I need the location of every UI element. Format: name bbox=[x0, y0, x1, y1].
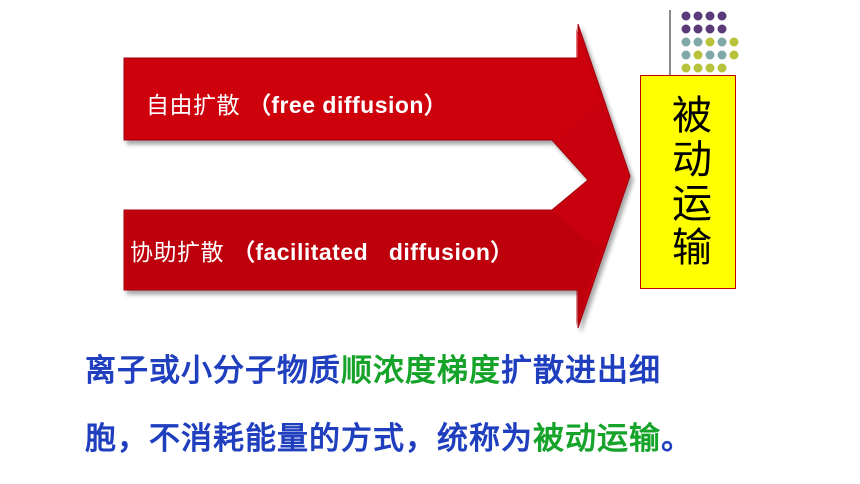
decor-dot bbox=[705, 50, 715, 60]
decor-dot bbox=[693, 37, 703, 47]
passive-transport-label: 被动运输 bbox=[665, 94, 711, 270]
decor-dot bbox=[717, 24, 727, 34]
decor-dot bbox=[705, 63, 715, 73]
decor-dot bbox=[717, 37, 727, 47]
upper-arrow-arm bbox=[126, 28, 600, 138]
caption-line-1: 离子或小分子物质顺浓度梯度扩散进出细 bbox=[85, 345, 661, 390]
free-diffusion-label: 自由扩散 （free diffusion） bbox=[146, 86, 447, 120]
decor-dot bbox=[705, 37, 715, 47]
decor-dot bbox=[693, 11, 703, 21]
decor-dot bbox=[681, 11, 691, 21]
decor-dot bbox=[705, 11, 715, 21]
free-diffusion-cn: 自由扩散 bbox=[146, 93, 240, 119]
decor-dot bbox=[693, 63, 703, 73]
caption-highlight-passive-transport: 被动运输 bbox=[533, 421, 661, 457]
decor-dot bbox=[717, 63, 727, 73]
caption-line-2: 胞，不消耗能量的方式，统称为被动运输。 bbox=[85, 413, 693, 458]
decor-dot bbox=[681, 24, 691, 34]
free-diffusion-en: （free diffusion） bbox=[247, 92, 448, 118]
decor-dot bbox=[717, 11, 727, 21]
decor-dot bbox=[693, 24, 703, 34]
decor-dot bbox=[681, 37, 691, 47]
caption-line-1-c: 扩散进出细 bbox=[501, 353, 661, 389]
caption-highlight-gradient: 顺浓度梯度 bbox=[341, 353, 501, 389]
lower-arrow-arm bbox=[126, 212, 600, 326]
decor-dot bbox=[717, 50, 727, 60]
decor-dot bbox=[705, 24, 715, 34]
passive-transport-box: 被动运输 bbox=[640, 75, 736, 289]
facilitated-diffusion-en: （facilitated diffusion） bbox=[231, 239, 514, 265]
caption-line-2-c: 。 bbox=[661, 421, 693, 457]
decor-dot-grid bbox=[681, 11, 739, 73]
decor-dot bbox=[681, 50, 691, 60]
decor-dot bbox=[729, 50, 739, 60]
caption-line-1-a: 离子或小分子物质 bbox=[85, 353, 341, 389]
facilitated-diffusion-cn: 协助扩散 bbox=[130, 240, 224, 266]
decor-dot bbox=[681, 63, 691, 73]
facilitated-diffusion-label: 协助扩散 （facilitated diffusion） bbox=[130, 233, 514, 267]
decor-vertical-line bbox=[669, 10, 671, 76]
caption-line-2-a: 胞，不消耗能量的方式，统称为 bbox=[85, 421, 533, 457]
decor-dot bbox=[729, 37, 739, 47]
decor-dot bbox=[693, 50, 703, 60]
